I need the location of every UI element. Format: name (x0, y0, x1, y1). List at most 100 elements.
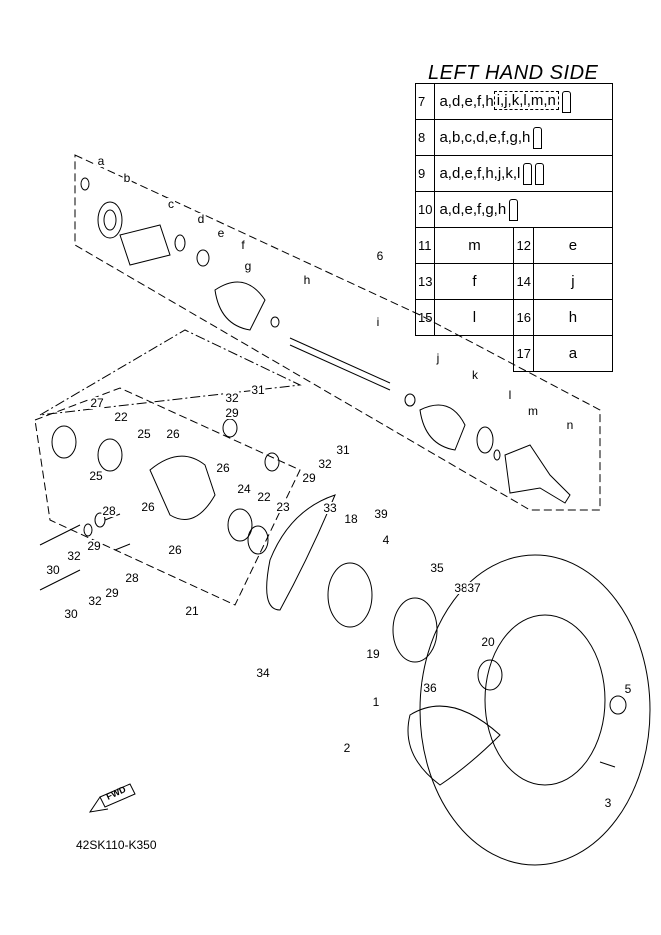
callout-32: 32 (87, 594, 103, 608)
hub (327, 562, 373, 628)
wheel (419, 554, 651, 866)
callout-26: 26 (167, 543, 183, 557)
callout-19: 19 (365, 647, 381, 661)
assembly-7-outline (39, 329, 302, 416)
callout-21: 21 (184, 604, 200, 618)
row-value: e (532, 227, 613, 264)
callout-29: 29 (224, 406, 240, 420)
callout-25: 25 (136, 427, 152, 441)
callout-34: 34 (255, 666, 271, 680)
row-number: 9 (414, 155, 436, 192)
callout-35: 35 (429, 561, 445, 575)
callout-28: 28 (101, 504, 117, 518)
callout-25: 25 (88, 469, 104, 483)
callout-32: 32 (317, 457, 333, 471)
callout-30: 30 (63, 607, 79, 621)
diagram-code: 42SK110-K350 (76, 838, 157, 852)
row-number: 16 (513, 299, 534, 336)
callout-31: 31 (335, 443, 351, 457)
letters: a,d,e,f,g,h (439, 200, 507, 218)
row-number: 12 (513, 227, 534, 264)
callout-2: 2 (342, 741, 352, 755)
grease-tube-icon (561, 90, 571, 113)
callout-29: 29 (104, 586, 120, 600)
knuckle (149, 455, 216, 520)
callout-d: d (196, 212, 206, 226)
row-number: 10 (414, 191, 436, 228)
callout-l: l (507, 388, 513, 402)
row-contents: a,d,e,f,g,h (434, 191, 613, 228)
grease-tube-icon (535, 162, 545, 185)
callout-n: n (565, 418, 575, 432)
callout-k: k (471, 368, 479, 382)
brake-disc (266, 494, 336, 611)
row-number: 13 (414, 263, 436, 300)
callout-c: c (167, 197, 175, 211)
callout-38: 38 (453, 581, 469, 595)
callout-f: f (240, 238, 246, 252)
callout-22: 22 (256, 490, 272, 504)
callout-36: 36 (422, 681, 438, 695)
callout-23: 23 (275, 500, 291, 514)
callout-28: 28 (124, 571, 140, 585)
callout-32: 32 (224, 391, 240, 405)
grease-tube-icon (509, 198, 519, 221)
callout-29: 29 (301, 471, 317, 485)
callout-22: 22 (113, 410, 129, 424)
callout-i: i (375, 315, 381, 329)
boxed-letters: i,j,k,l,m,n (493, 91, 559, 111)
callout-m: m (527, 404, 539, 418)
callout-30: 30 (45, 563, 61, 577)
callout-37: 37 (466, 581, 482, 595)
grease-tube-icon (533, 126, 543, 149)
row-number: 7 (414, 83, 436, 120)
letters: a,d,e,f,h,j,k,l (439, 164, 521, 182)
row-value: h (532, 299, 613, 336)
row-contents: a,d,e,f,h,j,k,l (434, 155, 613, 192)
row-number: 14 (513, 263, 534, 300)
letters: a,d,e,f,h (439, 92, 494, 110)
letters: a,b,c,d,e,f,g,h (439, 128, 531, 146)
callout-20: 20 (480, 635, 496, 649)
callout-27: 27 (89, 396, 105, 410)
callout-26: 26 (140, 500, 156, 514)
row-number: 15 (414, 299, 436, 336)
row-number: 11 (414, 227, 436, 264)
row-value: a (532, 335, 613, 372)
callout-j: j (435, 351, 441, 365)
callout-6: 6 (375, 249, 385, 263)
callout-24: 24 (236, 482, 252, 496)
callout-b: b (122, 171, 132, 185)
callout-5: 5 (623, 682, 633, 696)
row-value: f (434, 263, 515, 300)
row-value: m (434, 227, 515, 264)
callout-g: g (243, 259, 253, 273)
callout-29: 29 (86, 539, 102, 553)
grease-tube-icon (523, 162, 533, 185)
row-number: 8 (414, 119, 436, 156)
side-heading: LEFT HAND SIDE (428, 62, 599, 84)
row-value: j (532, 263, 613, 300)
callout-39: 39 (373, 507, 389, 521)
callout-31: 31 (250, 383, 266, 397)
row-value: l (434, 299, 515, 336)
row-number: 17 (513, 335, 534, 372)
callout-1: 1 (371, 695, 381, 709)
callout-e: e (216, 226, 226, 240)
drive-shaft (289, 337, 391, 391)
callout-32: 32 (66, 549, 82, 563)
row-contents: a,b,c,d,e,f,g,h (434, 119, 613, 156)
callout-a: a (96, 154, 106, 168)
callout-h: h (302, 273, 312, 287)
